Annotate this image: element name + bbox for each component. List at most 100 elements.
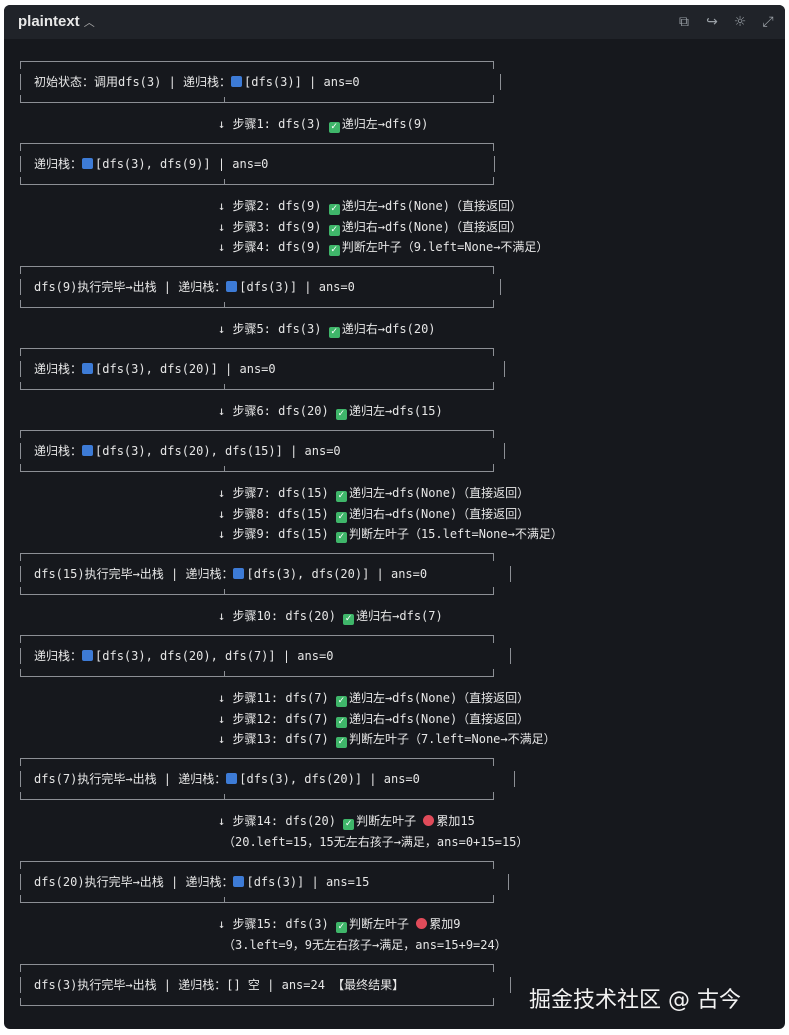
blue-square-icon bbox=[82, 363, 94, 374]
check-icon: ✓ bbox=[335, 737, 347, 748]
step-text: 判断左叶子（7.left=None→不满足） bbox=[348, 732, 556, 746]
wrap-icon[interactable]: ↪ bbox=[706, 14, 718, 30]
step-text: ↓ 步骤8: dfs(15) bbox=[218, 507, 329, 521]
blue-square-icon bbox=[226, 281, 238, 292]
blue-square-icon bbox=[226, 773, 238, 784]
box-text: 递归栈： bbox=[34, 649, 83, 663]
box-text: [dfs(3)] | ans=0 bbox=[244, 75, 360, 89]
red-circle-icon bbox=[416, 918, 428, 929]
check-icon: ✓ bbox=[328, 204, 340, 215]
step-line: ↓ 步骤7: dfs(15) ✓递归左→dfs(None)（直接返回） bbox=[218, 484, 529, 502]
box-text: 递归栈： bbox=[34, 444, 83, 458]
step-text: ↓ 步骤5: dfs(3) bbox=[218, 322, 322, 336]
step-line: ↓ 步骤6: dfs(20) ✓递归左→dfs(15) bbox=[218, 402, 443, 420]
stack-box: dfs(15)执行完毕→出栈 | 递归栈： [dfs(3), dfs(20)] |… bbox=[20, 553, 511, 595]
step-line: ↓ 步骤11: dfs(7) ✓递归左→dfs(None)（直接返回） bbox=[218, 689, 529, 707]
stack-box: 递归栈：[dfs(3), dfs(20), dfs(15)] | ans=0 bbox=[20, 430, 505, 472]
check-icon: ✓ bbox=[335, 409, 347, 420]
expand-icon[interactable]: ⤢ bbox=[762, 14, 774, 30]
step-text: 递归左→dfs(None)（直接返回） bbox=[348, 691, 530, 705]
step-text: 递归右→dfs(7) bbox=[356, 609, 443, 623]
stack-box: 初始状态：调用dfs(3) | 递归栈： [dfs(3)] | ans=0 bbox=[20, 61, 501, 103]
step-text: 累加9 bbox=[429, 917, 461, 931]
box-text: [dfs(3)] | ans=0 bbox=[239, 280, 355, 294]
step-text: 递归左→dfs(None)（直接返回） bbox=[341, 199, 522, 213]
box-text: dfs(15)执行完毕→出栈 | 递归栈： bbox=[34, 567, 234, 581]
step-line: ↓ 步骤13: dfs(7) ✓判断左叶子（7.left=None→不满足） bbox=[218, 730, 556, 748]
box-text: dfs(7)执行完毕→出栈 | 递归栈： bbox=[34, 772, 227, 786]
check-icon: ✓ bbox=[328, 225, 340, 236]
step-text: ↓ 步骤11: dfs(7) bbox=[218, 691, 329, 705]
step-text: ↓ 步骤12: dfs(7) bbox=[218, 712, 329, 726]
check-icon: ✓ bbox=[343, 819, 355, 830]
blue-square-icon bbox=[231, 76, 243, 87]
check-icon: ✓ bbox=[335, 696, 347, 707]
step-text: ↓ 步骤6: dfs(20) bbox=[218, 404, 329, 418]
check-icon: ✓ bbox=[328, 245, 340, 256]
check-icon: ✓ bbox=[343, 614, 355, 625]
box-text: [dfs(3), dfs(20), dfs(7)] | ans=0 bbox=[95, 649, 334, 663]
check-icon: ✓ bbox=[335, 922, 347, 933]
blue-square-icon bbox=[82, 650, 94, 661]
box-text: [dfs(3), dfs(20)] | ans=0 bbox=[246, 567, 428, 581]
step-text: 递归右→dfs(20) bbox=[341, 322, 436, 336]
step-text: ↓ 步骤14: dfs(20) bbox=[218, 814, 336, 828]
copy-icon[interactable]: ⧉ bbox=[679, 14, 689, 30]
watermark: 掘金技术社区 @ 古今 bbox=[529, 988, 741, 1013]
step-text: ↓ 步骤2: dfs(9) bbox=[218, 199, 322, 213]
step-note: （20.left=15，15无左右孩子→满足，ans=0+15=15） bbox=[223, 835, 529, 849]
check-icon: ✓ bbox=[335, 532, 347, 543]
check-icon: ✓ bbox=[335, 717, 347, 728]
code-block-header: plaintext︿ ⧉ ↪ ☼ ⤢ bbox=[4, 5, 785, 39]
check-icon: ✓ bbox=[328, 327, 340, 338]
check-icon: ✓ bbox=[335, 491, 347, 502]
step-line: ↓ 步骤2: dfs(9) ✓递归左→dfs(None)（直接返回） bbox=[218, 197, 522, 215]
step-line: ↓ 步骤5: dfs(3) ✓递归右→dfs(20) bbox=[218, 320, 436, 338]
step-text: 判断左叶子 bbox=[348, 917, 409, 931]
step-text: ↓ 步骤1: dfs(3) bbox=[218, 117, 322, 131]
step-line: ↓ 步骤9: dfs(15) ✓判断左叶子（15.left=None→不满足） bbox=[218, 525, 563, 543]
language-label: plaintext bbox=[18, 13, 80, 30]
step-text: 递归右→dfs(None)（直接返回） bbox=[348, 712, 530, 726]
language-selector[interactable]: plaintext︿ bbox=[18, 13, 95, 30]
stack-box: dfs(20)执行完毕→出栈 | 递归栈：[dfs(3)] | ans=15 bbox=[20, 861, 509, 903]
step-text: ↓ 步骤7: dfs(15) bbox=[218, 486, 329, 500]
box-text: dfs(3)执行完毕→出栈 | 递归栈：[] 空 | ans=24 【最终结果】 bbox=[34, 978, 405, 992]
check-icon: ✓ bbox=[328, 122, 340, 133]
step-text: 判断左叶子 bbox=[356, 814, 417, 828]
box-text: [dfs(3), dfs(20)] | ans=0 bbox=[239, 772, 420, 786]
step-text: ↓ 步骤4: dfs(9) bbox=[218, 240, 322, 254]
step-text: 递归左→dfs(15) bbox=[348, 404, 443, 418]
step-text: 递归左→dfs(9) bbox=[341, 117, 429, 131]
step-line: ↓ 步骤3: dfs(9) ✓递归右→dfs(None)（直接返回） bbox=[218, 218, 522, 236]
step-text: ↓ 步骤13: dfs(7) bbox=[218, 732, 329, 746]
stack-box: 递归栈： [dfs(3), dfs(20)] | ans=0 bbox=[20, 348, 505, 390]
chevron-up-icon: ︿ bbox=[83, 17, 95, 29]
code-block-panel: plaintext︿ ⧉ ↪ ☼ ⤢ 初始状态：调用dfs(3) | 递归栈： [… bbox=[4, 5, 785, 1029]
box-text: 递归栈： bbox=[34, 157, 83, 171]
box-text: 初始状态：调用dfs(3) | 递归栈： bbox=[34, 75, 232, 89]
blue-square-icon bbox=[233, 568, 245, 579]
box-text: 递归栈： bbox=[34, 362, 83, 376]
box-text: [dfs(3)] | ans=15 bbox=[246, 875, 370, 889]
blue-square-icon bbox=[82, 158, 94, 169]
stack-box: dfs(3)执行完毕→出栈 | 递归栈：[] 空 | ans=24 【最终结果】 bbox=[20, 964, 511, 1006]
step-text: 判断左叶子（9.left=None→不满足） bbox=[341, 240, 549, 254]
step-note: （3.left=9，9无左右孩子→满足，ans=15+9=24） bbox=[223, 938, 507, 952]
step-line: ↓ 步骤14: dfs(20) ✓判断左叶子 累加15 bbox=[218, 812, 475, 830]
theme-icon[interactable]: ☼ bbox=[733, 14, 747, 30]
step-line: ↓ 步骤4: dfs(9) ✓判断左叶子（9.left=None→不满足） bbox=[218, 238, 548, 256]
stack-box: 递归栈： [dfs(3), dfs(9)] | ans=0 bbox=[20, 143, 495, 185]
step-line: ↓ 步骤8: dfs(15) ✓递归右→dfs(None)（直接返回） bbox=[218, 505, 529, 523]
step-text: 累加15 bbox=[436, 814, 475, 828]
stack-box: 递归栈： [dfs(3), dfs(20), dfs(7)] | ans=0 bbox=[20, 635, 511, 677]
stack-box: dfs(7)执行完毕→出栈 | 递归栈： [dfs(3), dfs(20)] | … bbox=[20, 758, 515, 800]
box-text: [dfs(3), dfs(9)] | ans=0 bbox=[95, 157, 269, 171]
blue-square-icon bbox=[233, 876, 245, 887]
step-text: ↓ 步骤9: dfs(15) bbox=[218, 527, 329, 541]
step-line: ↓ 步骤1: dfs(3) ✓递归左→dfs(9) bbox=[218, 115, 428, 133]
step-text: ↓ 步骤10: dfs(20) bbox=[218, 609, 336, 623]
blue-square-icon bbox=[82, 445, 94, 456]
step-text: 递归右→dfs(None)（直接返回） bbox=[341, 220, 522, 234]
box-text: [dfs(3), dfs(20)] | ans=0 bbox=[95, 362, 276, 376]
